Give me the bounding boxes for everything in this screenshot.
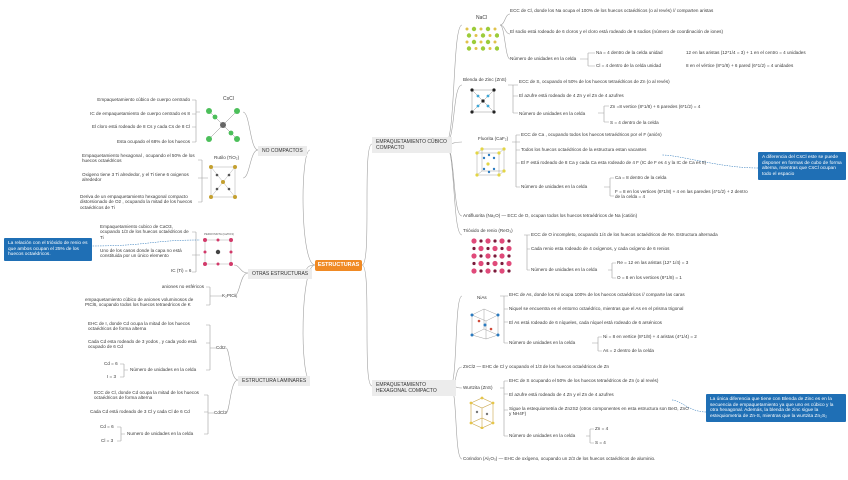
nacl-line-1: ECC de Cl, donde los Na ocupa el 100% de… xyxy=(510,8,714,13)
reo3-structure-image xyxy=(470,237,514,275)
nacl-structure-image xyxy=(463,25,500,53)
nias-line-1: EHC de As, donde los Ni ocupa 100% de lo… xyxy=(509,292,685,297)
branch-hexagonal[interactable]: EMPAQUETAMIENTO HEXAGONAL COMPACTO xyxy=(372,380,456,396)
kptcl-title: K₂PtCl₆ xyxy=(222,293,238,298)
reo3-re-count: Re = 12 en las aristas (12* 1/4) = 3 xyxy=(617,260,689,265)
caf2-f-count: F = 8 en los vertices (8*1/8) + 4 en las… xyxy=(615,189,748,200)
corindon-line: Corindon (Al₂O₃) — EHC de oxígeno, ocupa… xyxy=(463,456,656,461)
zns-line-2: El azufre está rodeado de 4 Zn y el Zn d… xyxy=(519,93,624,98)
cdi2-units-label: Número de unidades en la celda xyxy=(130,367,197,372)
nacl-line-2: El sodio está rodeado de 6 cloros y el c… xyxy=(510,29,723,34)
kptcl-line-2: empaquetamiento cúbico de aniones volumi… xyxy=(85,297,194,308)
zns-s-count: S = 4 dentro de la celda xyxy=(610,120,659,125)
reo3-line-1: ECC de O incompleto, ocupando 1/4 de los… xyxy=(531,232,718,237)
zns-title: Blenda de Zinc (ZnS) xyxy=(463,77,507,82)
zns-units-label: Número de unidades en la celda xyxy=(519,111,586,116)
note-fluorita-difference[interactable]: A diferencia del CsCl este se puede disp… xyxy=(758,152,846,181)
note-wurtzita-difference[interactable]: La única diferencia que tiene con Blenda… xyxy=(706,394,846,423)
reo3-o-count: O = 8 en los vertices (8*1/8) = 1 xyxy=(617,275,682,280)
central-topic[interactable]: ESTRUCTURAS xyxy=(315,260,362,271)
nias-line-3: El As está rodeado de 6 níqueles, cada n… xyxy=(509,320,662,325)
cscl-title: CsCl xyxy=(223,96,234,102)
nias-title: NiAs xyxy=(477,295,487,300)
zns-structure-image xyxy=(468,86,498,116)
cdcl2-units-label: Numero de unidades en la celda xyxy=(127,431,194,436)
caf2-title: Fluorita (CaF₂) xyxy=(478,136,509,141)
cao3-line-2: Uno de los casos donde la capa no está c… xyxy=(100,248,182,259)
wurtzita-line-3: Sigue la estequiometria de Zn2S2 (otros … xyxy=(509,406,689,417)
cscl-structure-image xyxy=(203,105,243,145)
nias-line-2: Niquel se encuentra en el entorno octaéd… xyxy=(509,306,684,311)
wurtzita-title: Wurtzita (ZnS) xyxy=(463,385,493,390)
nacl-units-label: Número de unidades en la celda xyxy=(510,56,577,61)
tio2-title: Rutilo (TiO₂) xyxy=(214,155,240,160)
cdi2-line-2: Cada Cd esta rodeado de 3 yodos , y cada… xyxy=(88,339,197,350)
cao3-line-1: Empaquetamiento cubico de CaO3, ocupando… xyxy=(100,224,189,240)
cdi2-title: CdI2 xyxy=(216,345,226,350)
nias-units-label: Número de unidades en la celda xyxy=(509,340,576,345)
nias-structure-image xyxy=(468,305,502,341)
cscl-line-2: IC de empaquetamiento de cuerpo centrado… xyxy=(90,111,190,116)
tio2-line-2: Oxigeno tiene 3 Ti alrededor, y el Ti ti… xyxy=(82,172,189,183)
cdi2-cd-count: Cd = 6 xyxy=(104,361,118,366)
cdi2-line-1: EHC de I, donde Cd ocupa la mitad de los… xyxy=(88,321,190,332)
wurtzita-structure-image xyxy=(468,395,496,430)
zns-zn-count: Zn =8 vertice (8*1/8) + 6 paredes (6*1/2… xyxy=(610,104,701,109)
wurtzita-s-count: S = 4 xyxy=(595,440,606,445)
wurtzita-zn-count: Zn = 4 xyxy=(595,426,609,431)
caf2-line-3: El F está rodeado de 8 Ca y cada Ca esta… xyxy=(521,160,707,165)
antifluorita-line: Antifluorita (Na₂O) — ECC de O, ocupan t… xyxy=(463,213,638,218)
note-perovskite-relation[interactable]: La relación con el trióxido de renio es … xyxy=(4,238,92,261)
cdcl2-cd-count: Cd = 6 xyxy=(100,424,114,429)
cdcl2-line-2: Cada Cd está rodeado de 3 Cl y cada Cl d… xyxy=(90,409,190,414)
caf2-ca-count: Ca = 8 dentro de la celda xyxy=(615,175,667,180)
wurtzita-line-2: El azufre está rodeado de 4 Zn y el Zn d… xyxy=(509,392,614,397)
branch-laminares[interactable]: ESTRUCTURA LAMINARES xyxy=(238,376,311,386)
branch-otras[interactable]: OTRAS ESTRUCTURAS xyxy=(248,269,313,279)
reo3-units-label: Número de unidades en la celda xyxy=(531,267,598,272)
caf2-line-1: ECC de Ca , ocupando todos los huecos te… xyxy=(521,132,662,137)
nias-ni-count: Ni = 8 en vertice (8*1/8) + 4 aristas (4… xyxy=(603,334,697,339)
caf2-line-2: Todos los huecos octaédricos de la estru… xyxy=(521,147,647,152)
cdcl2-title: CdCl2 xyxy=(214,410,227,415)
caf2-structure-image xyxy=(472,145,508,181)
cdcl2-line-1: ECC de Cl, donde Cd ocupa la mitad de lo… xyxy=(94,390,199,401)
caf2-units-label: Número de unidades en la celda xyxy=(521,184,588,189)
nacl-title: NaCl xyxy=(476,15,488,21)
wurtzita-line-1: EHC de S ocupando el 50% de los huecos t… xyxy=(509,378,659,383)
reo3-line-2: Cada renio esta rodeado de 4 oxígenos, y… xyxy=(531,246,670,251)
perovskite-caption: PEROVSKITA (CaTiO3) xyxy=(204,232,234,236)
branch-no-compactos[interactable]: NO COMPACTOS xyxy=(258,146,307,156)
nias-as-count: As = 2 dentro de la celda xyxy=(603,348,654,353)
wurtzita-units-label: Número de unidades en la celda xyxy=(509,433,576,438)
cscl-line-3: El cloro está rodeado de 8 Cs y cada Cs … xyxy=(91,124,190,129)
nacl-na-detail: 12 en las aristas (12*1/4 = 3) + 1 en el… xyxy=(686,50,806,55)
tio2-line-3: Deriva de un empaquetamiento hexagonal c… xyxy=(80,194,193,210)
cscl-line-4: Esta ocupado el 68% de los huecos xyxy=(116,139,190,144)
nacl-na-count: Na = 4 dentro de la celda unidad xyxy=(596,50,663,55)
cscl-line-1: Empaquetamiento cúbico de cuerpo centrad… xyxy=(97,97,190,102)
cdcl2-cl-count: Cl = 3 xyxy=(101,438,114,443)
perovskite-structure-image: PEROVSKITA (CaTiO3) xyxy=(200,233,238,269)
reo3-title: Trióxido de renio (ReO₃) xyxy=(463,228,513,233)
tio2-line-1: Empaquetamiento hexagonal , ocupando el … xyxy=(82,153,195,164)
kptcl-line-1: aniones no esféricos xyxy=(161,284,204,289)
zns-line-1: ECC de S, ocupando el 50% de los huecos … xyxy=(519,79,670,84)
nacl-cl-count: Cl = 4 dentro de la celda unidad xyxy=(596,63,661,68)
cao3-ic: IC (Ti) = 6 xyxy=(171,268,192,273)
tio2-structure-image xyxy=(205,163,241,201)
zncl2-line: ZnCl2 — EHC de Cl y ocupando el 1/3 de l… xyxy=(463,364,610,369)
cdi2-i-count: I = 3 xyxy=(107,374,117,379)
nacl-cl-detail: 8 en el vértice (8*1/8) + 6 pared (6*1/2… xyxy=(686,63,794,68)
branch-cubic[interactable]: EMPAQUETAMIENTO CÚBICO COMPACTO xyxy=(372,137,452,153)
